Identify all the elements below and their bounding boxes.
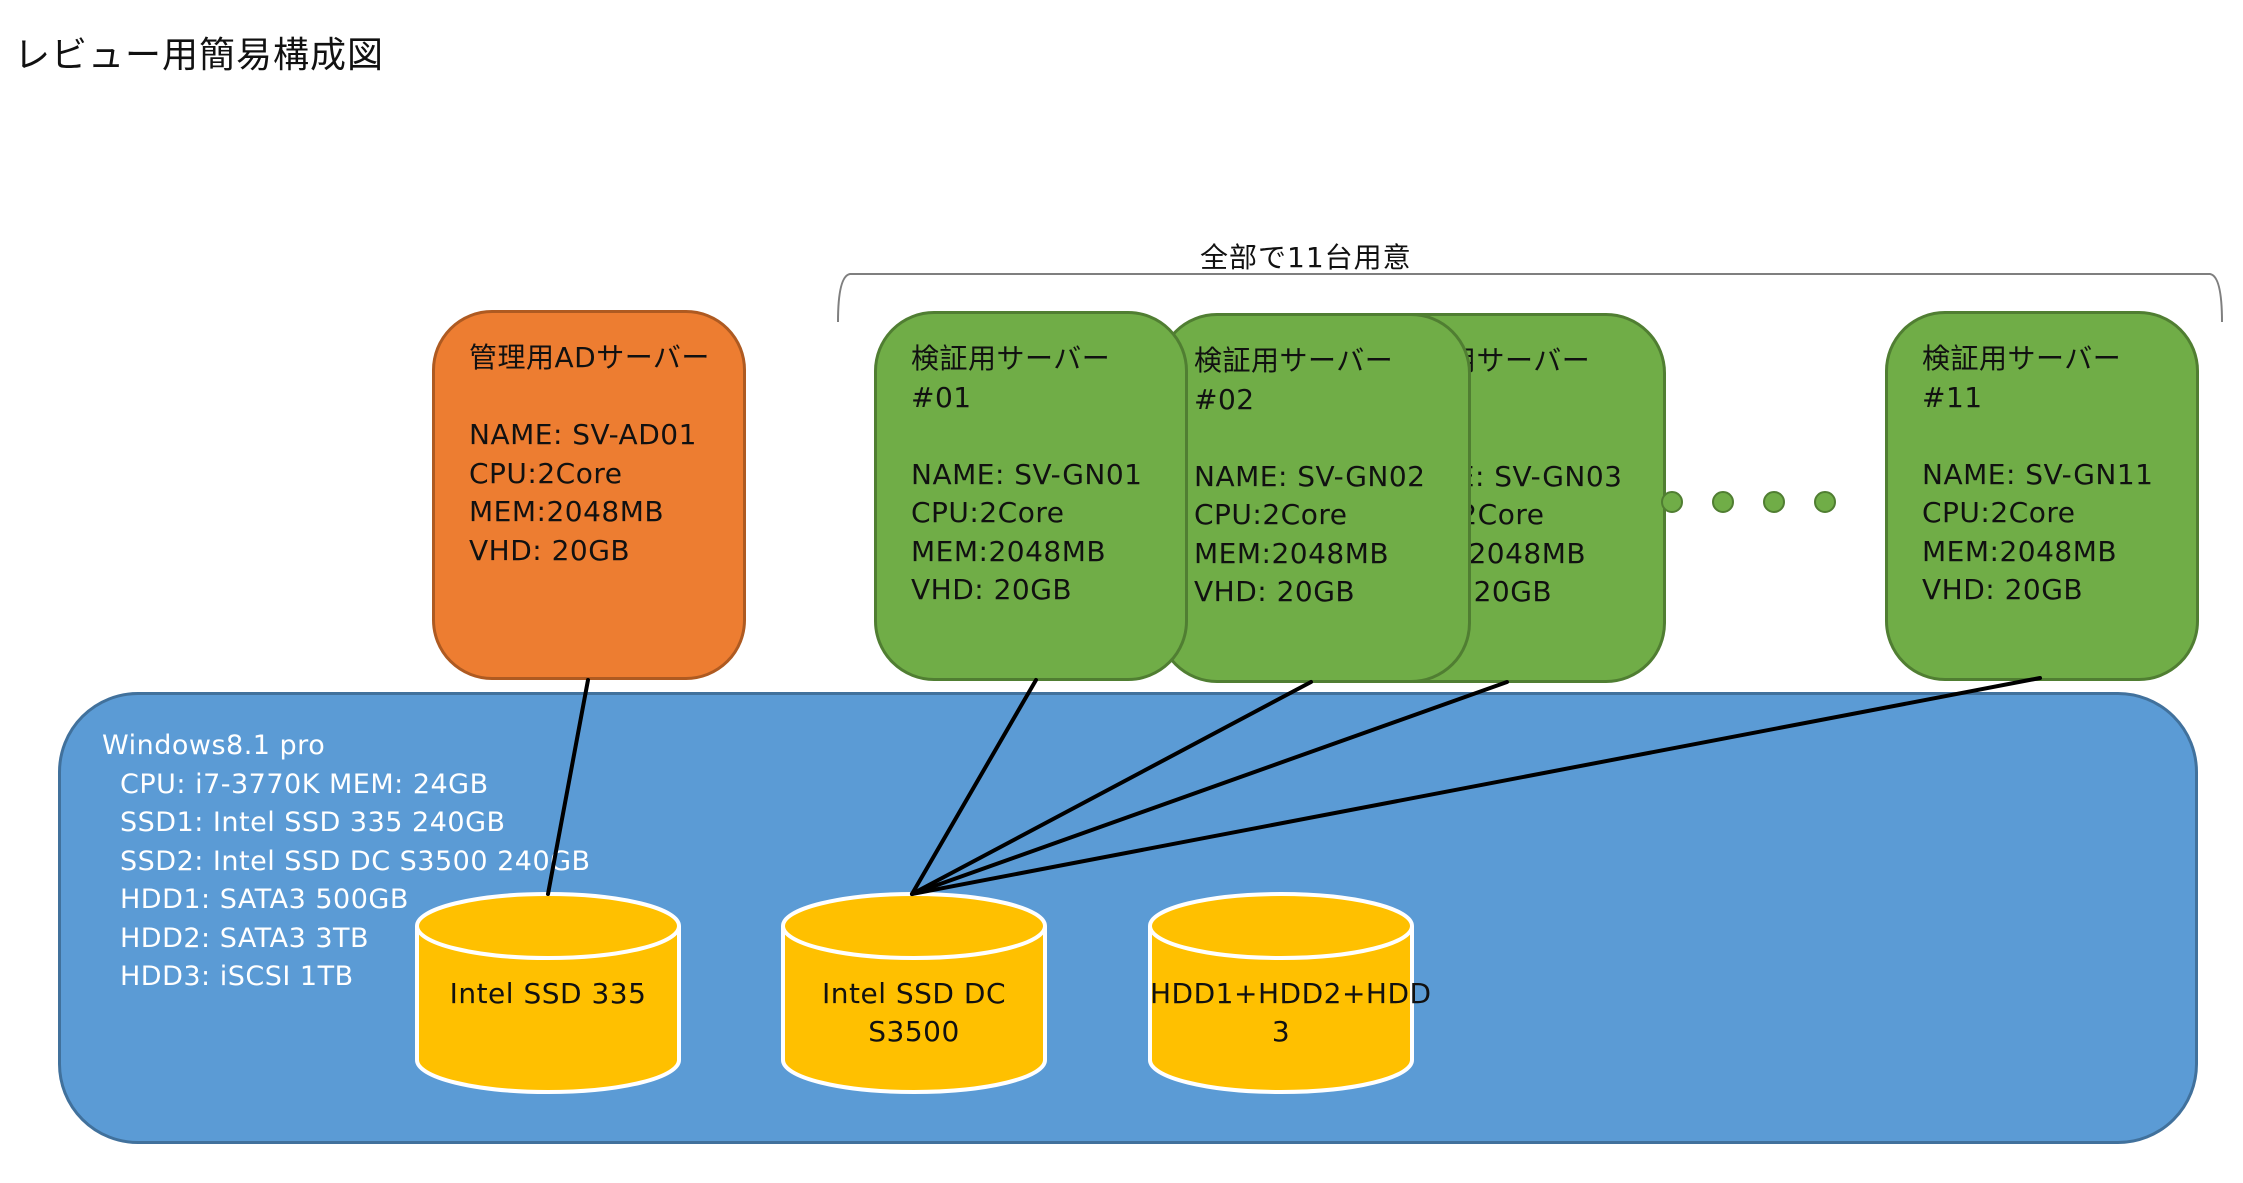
disk-label-ssd335: Intel SSD 335 [417,975,679,1013]
vm-heading: 検証用サーバー [911,342,1111,375]
vm-name: NAME: SV-AD01 [469,418,697,451]
diagram-title: レビュー用簡易構成図 [14,35,385,76]
vm-cpu: CPU:2Core [1922,496,2076,529]
disk-label-line2: S3500 [868,1015,960,1048]
group-caption: 全部で11台用意 [1200,241,1412,274]
host-spec-hdd1: HDD1: SATA3 500GB [120,884,409,915]
vm-number: #01 [911,380,972,414]
vm-name: NAME: SV-GN01 [911,457,1143,491]
disk-label-line1: Intel SSD DC [821,977,1006,1010]
host-spec-ssd2: SSD2: Intel SSD DC S3500 240GB [120,845,591,877]
host-os: Windows8.1 pro [102,730,326,761]
vm-vhd: VHD: 20GB [1194,575,1356,608]
disk-label-line1: Intel SSD 335 [449,977,647,1010]
vm-ad-server[interactable]: 管理用ADサーバー NAME: SV-AD01 CPU:2Core MEM:20… [432,310,746,680]
vm-test-server-02[interactable]: 検証用サーバー #02 NAME: SV-GN02 CPU:2Core MEM:… [1157,313,1471,683]
vm-name: NAME: SV-GN02 [1194,459,1426,493]
host-spec-hdd3: HDD3: iSCSI 1TB [120,961,354,992]
vm-vhd: VHD: 20GB [469,533,631,567]
vm-name: NAME: SV-GN11 [1922,457,2154,491]
vm-cpu: CPU:2Core [1194,498,1348,531]
host-spec-ssd1: SSD1: Intel SSD 335 240GB [120,807,506,838]
disk-label-line1: HDD1+HDD2+HDD [1150,977,1432,1010]
vm-cpu: CPU:2Core [911,496,1065,529]
vm-test-server-01[interactable]: 検証用サーバー #01 NAME: SV-GN01 CPU:2Core MEM:… [874,311,1188,681]
vm-cpu: CPU:2Core [469,456,623,490]
vm-mem: MEM:2048MB [911,534,1107,568]
vm-vhd: VHD: 20GB [1922,573,2084,606]
ellipsis-dot [1763,491,1785,513]
vm-heading: 検証用サーバー [1922,342,2122,375]
vm-mem: MEM:2048MB [1194,536,1390,570]
vm-heading: 検証用サーバー [1194,344,1394,377]
vm-mem: MEM:2048MB [1922,534,2118,568]
vm-vhd: VHD: 20GB [911,573,1073,606]
vm-test-server-11[interactable]: 検証用サーバー #11 NAME: SV-GN11 CPU:2Core MEM:… [1885,311,2199,681]
vm-number: #02 [1194,382,1255,416]
ellipsis-dot [1814,491,1836,513]
ellipsis-dots [1661,491,1836,513]
host-specs: Windows8.1 pro CPU: i7-3770K MEM: 24GB S… [102,727,591,997]
vm-heading: 管理用ADサーバー [469,341,710,374]
disk-label-s3500: Intel SSD DC S3500 [783,975,1045,1051]
disk-label-hdd-pool: HDD1+HDD2+HDD 3 [1150,975,1432,1051]
host-spec-hdd2: HDD2: SATA3 3TB [120,922,370,954]
disk-label-line2: 3 [1271,1015,1291,1048]
vm-mem: MEM:2048MB [469,495,665,528]
host-spec-cpu: CPU: i7-3770K MEM: 24GB [120,768,489,800]
vm-number: #11 [1922,380,1983,414]
ellipsis-dot [1712,491,1734,513]
